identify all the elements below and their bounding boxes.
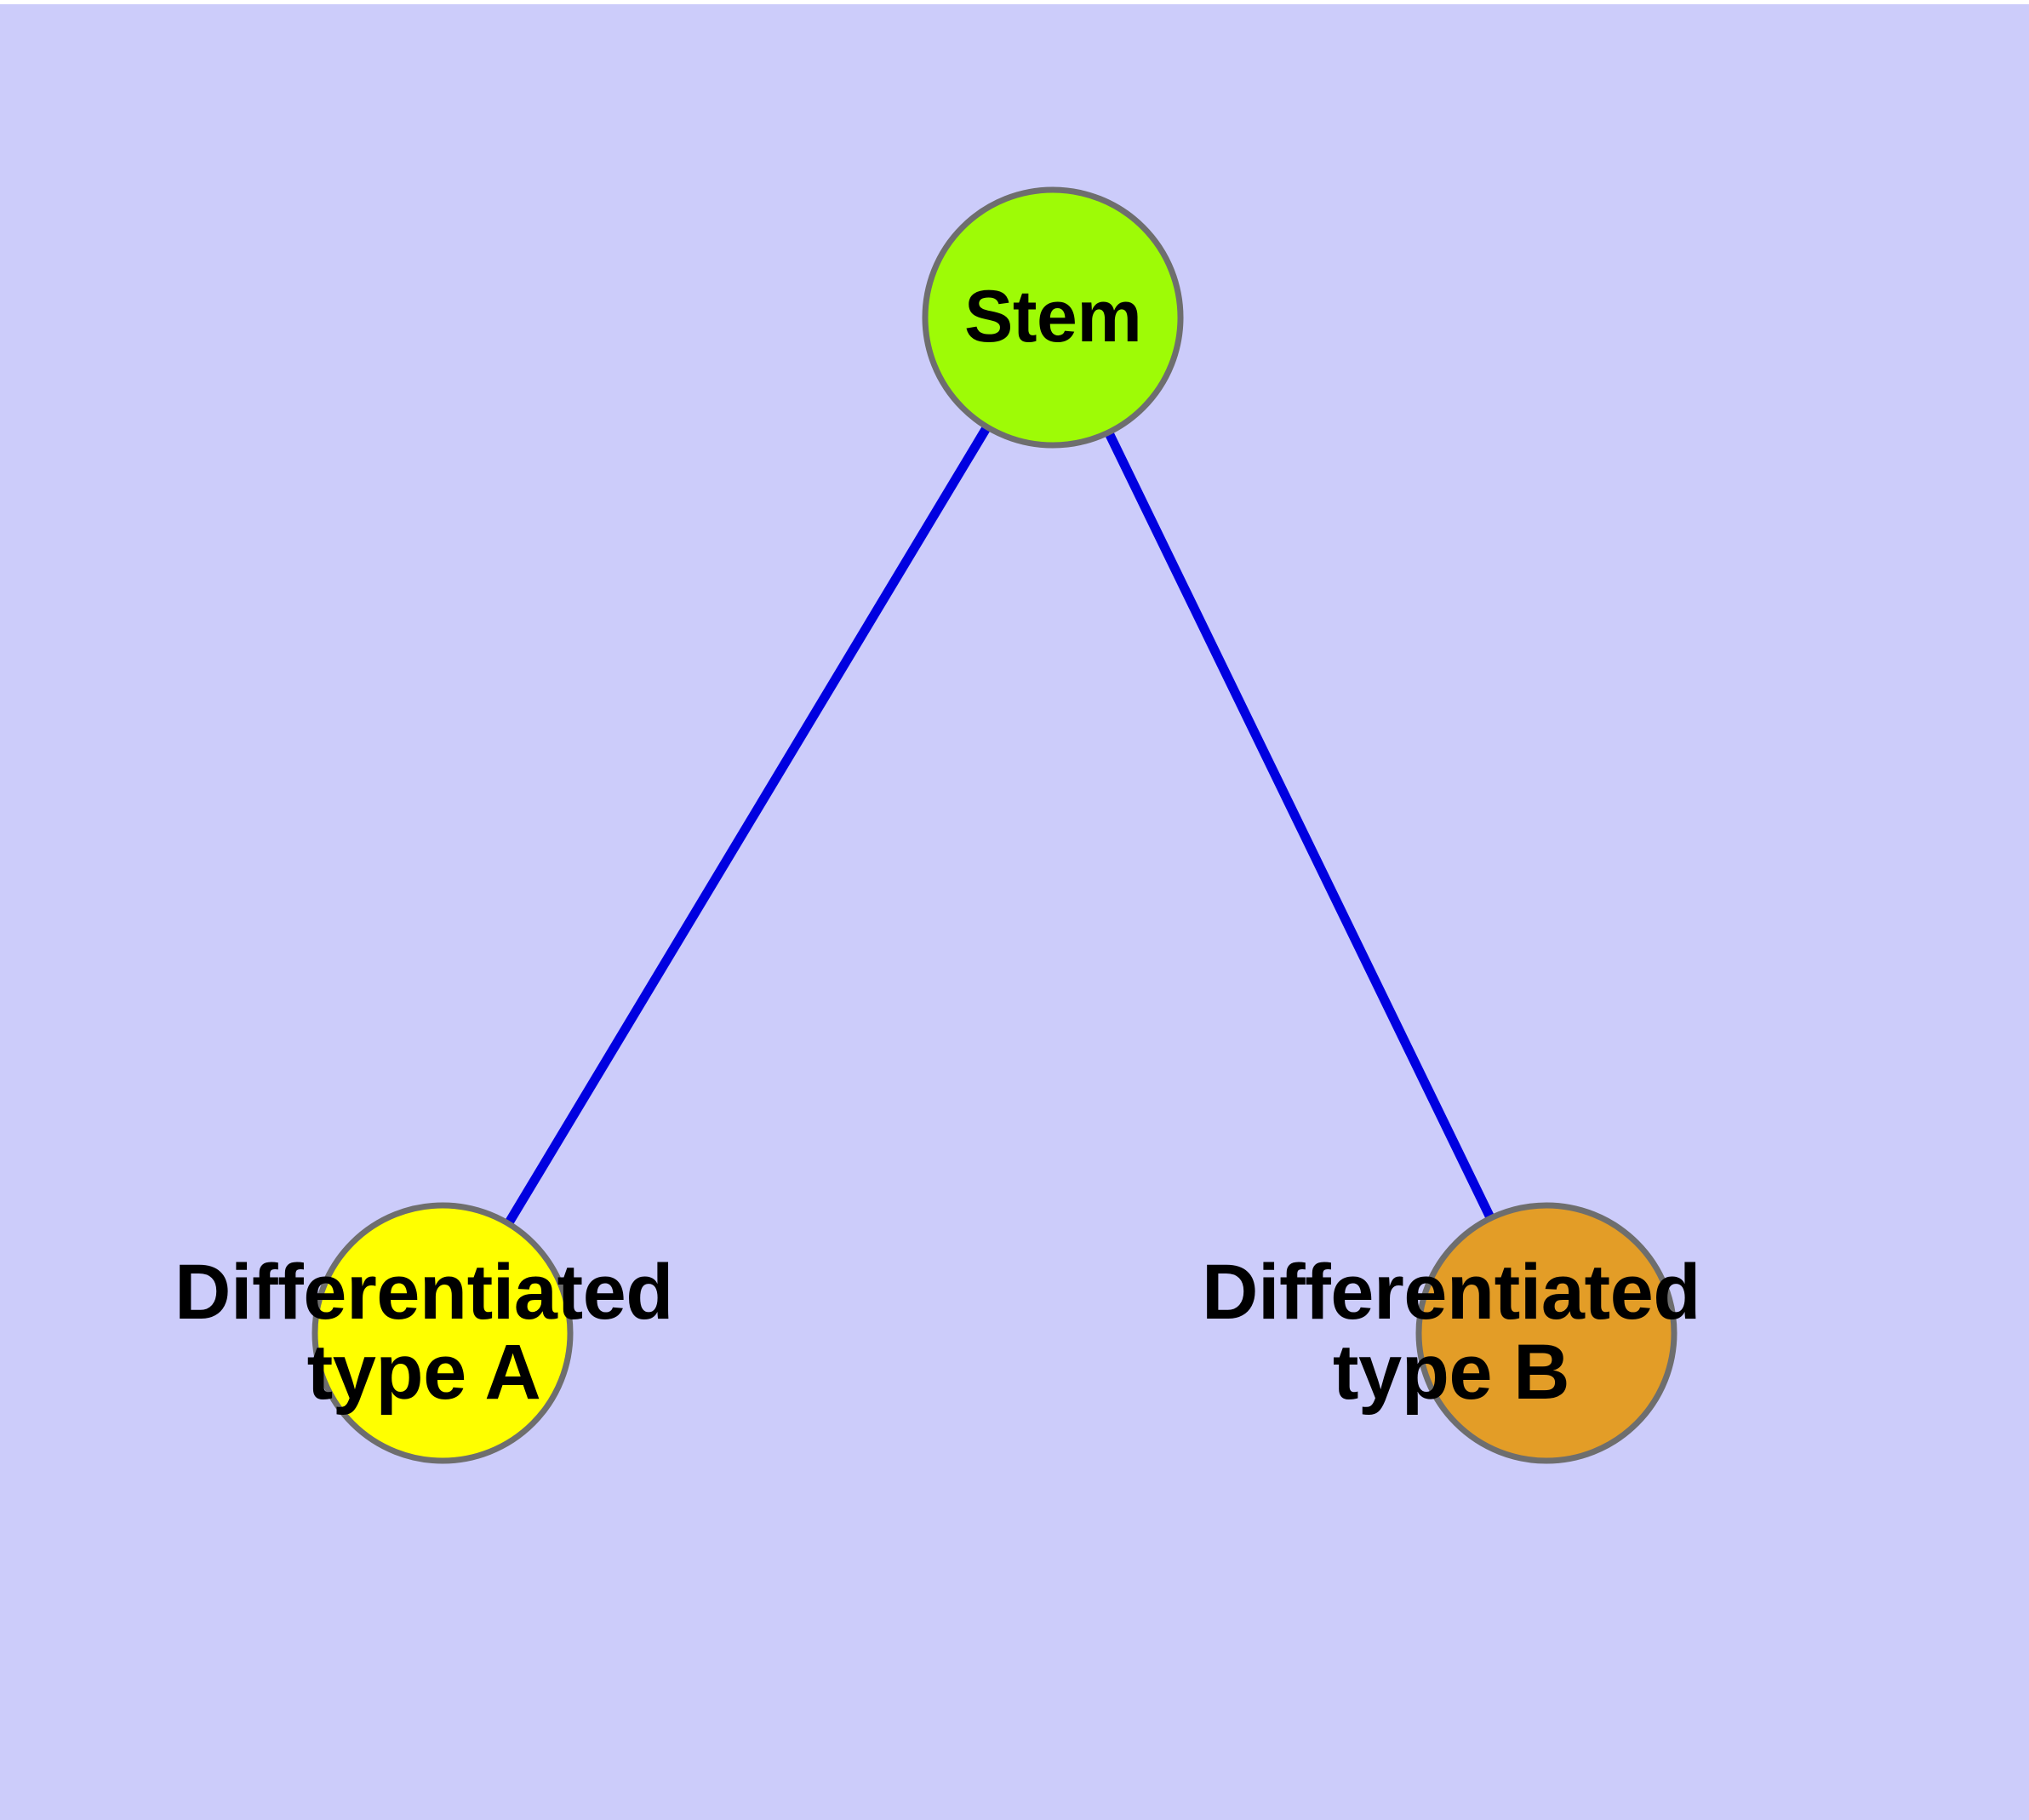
graph-svg: [311, 186, 1677, 1464]
edge-layer: [505, 426, 1495, 1225]
graph-node-diff_b[interactable]: [1415, 1202, 1677, 1464]
graph-edge-stem-to-diff-a[interactable]: [505, 426, 991, 1225]
graph-node-diff_a[interactable]: [311, 1202, 574, 1464]
graph-edge-stem-to-diff-b[interactable]: [1105, 432, 1495, 1219]
graph-node-stem[interactable]: [922, 186, 1184, 449]
node-layer: [311, 186, 1677, 1464]
